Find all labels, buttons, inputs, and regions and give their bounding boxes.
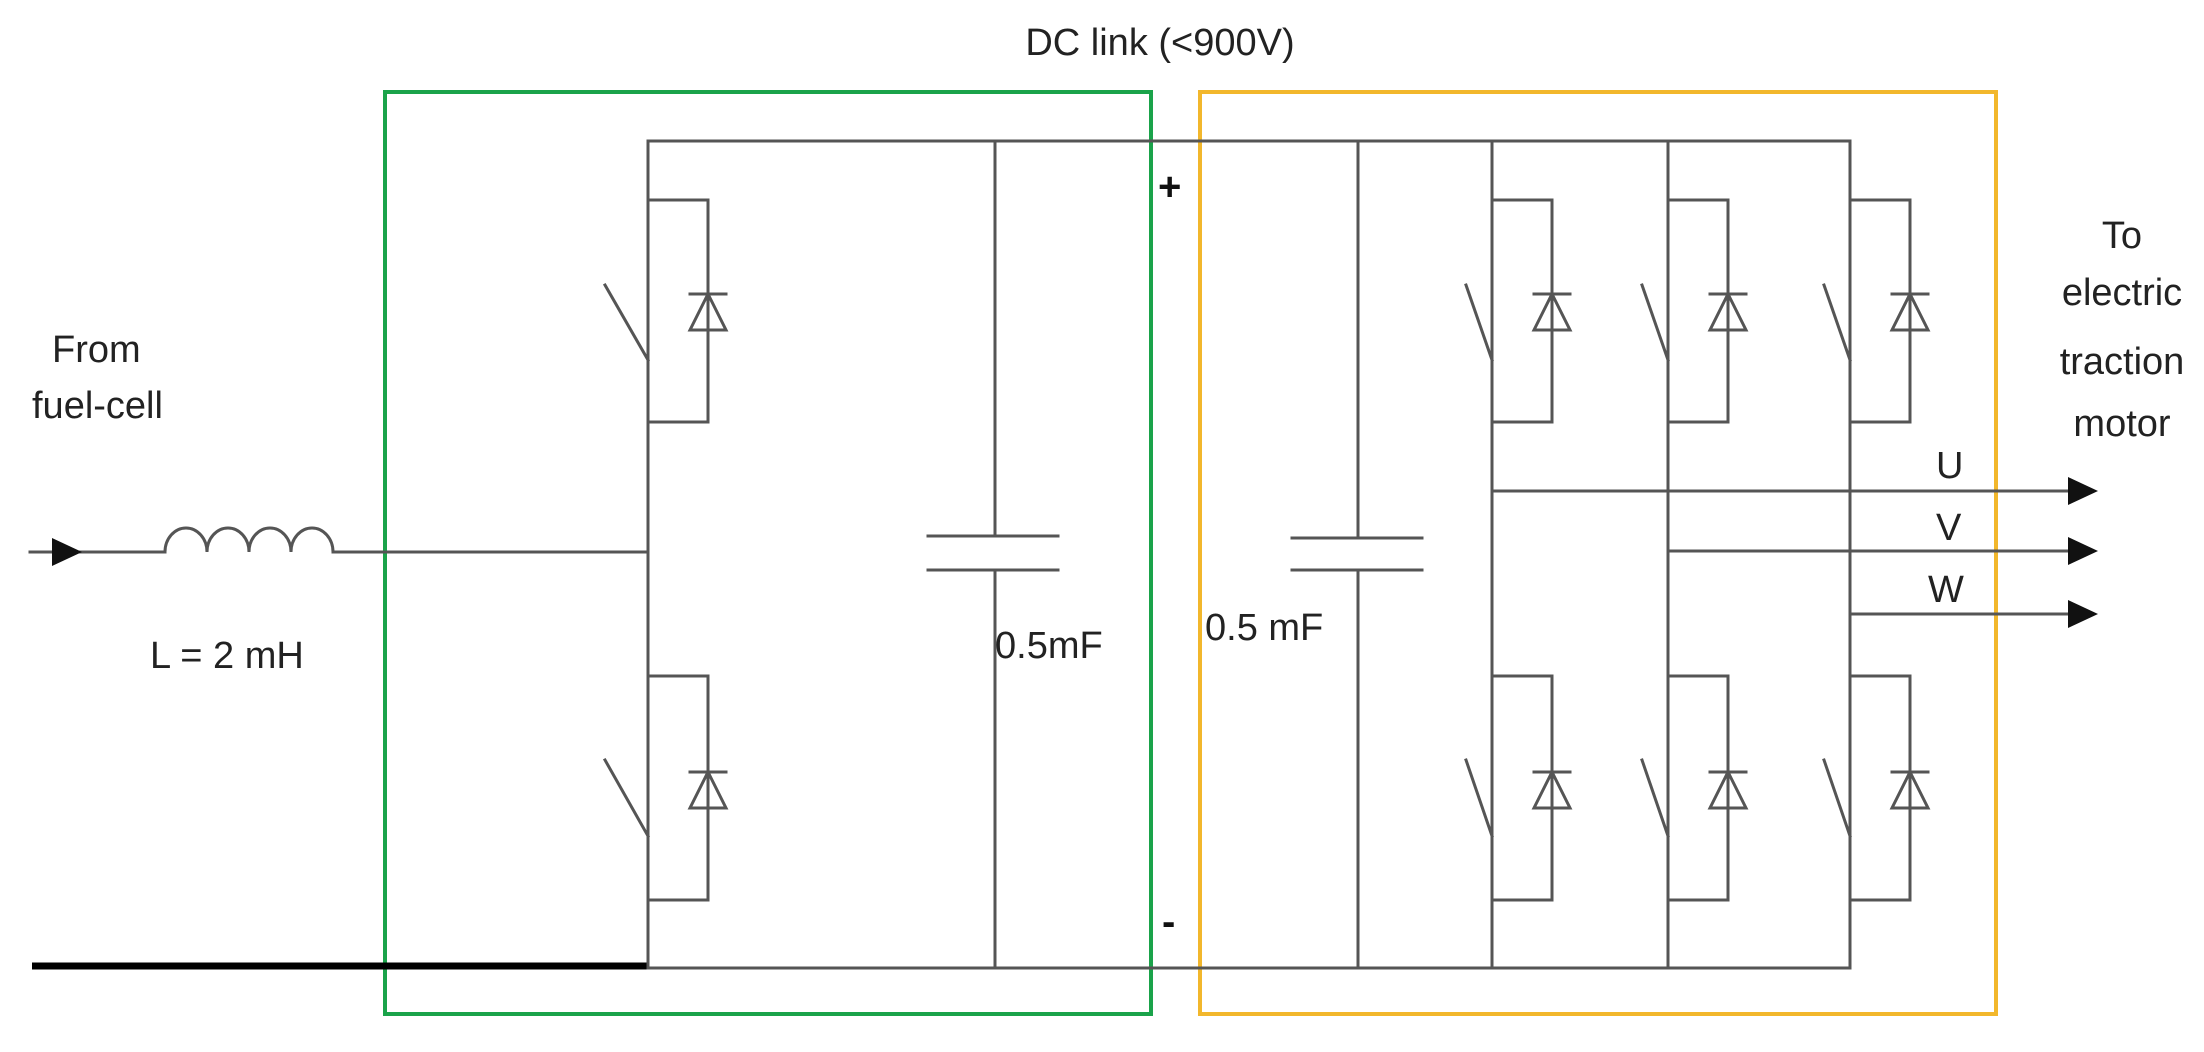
- positive-sign: +: [1158, 165, 1181, 209]
- arrow-icon: [2068, 537, 2098, 565]
- capacitor-icon: [926, 534, 1060, 572]
- fuel-cell-label: fuel-cell: [32, 385, 163, 427]
- output-label-line-3: traction: [2060, 341, 2185, 383]
- output-label-line-1: To: [2102, 215, 2142, 257]
- switch-icon: [602, 757, 651, 839]
- diode-icon: [687, 290, 729, 332]
- boost-upper-switch: [602, 198, 729, 424]
- diode-icon: [1889, 290, 1931, 332]
- inverter-box: [1198, 90, 1998, 1016]
- output-label-line-4: motor: [2073, 403, 2170, 445]
- negative-sign: -: [1162, 900, 1175, 944]
- switch-icon: [1822, 283, 1852, 362]
- phase-label-w: W: [1928, 569, 1964, 611]
- arrow-icon: [2068, 600, 2098, 628]
- switch-icon: [1464, 758, 1494, 838]
- from-label: From: [52, 329, 141, 371]
- inverter-capacitor: [1290, 139, 1424, 970]
- inverter-capacitor-label: 0.5 mF: [1205, 607, 1323, 649]
- boost-capacitor-label: 0.5mF: [995, 625, 1103, 667]
- switch-icon: [1640, 283, 1670, 362]
- input-line: [28, 526, 650, 566]
- diode-icon: [1707, 768, 1749, 810]
- output-phase-v: [1666, 537, 2098, 565]
- switch-icon: [1464, 283, 1494, 362]
- switch-icon: [1822, 758, 1852, 838]
- diode-icon: [1707, 290, 1749, 332]
- output-phase-u: [1490, 477, 2098, 505]
- boost-lower-switch: [602, 674, 729, 902]
- diode-icon: [1531, 768, 1573, 810]
- phase-label-u: U: [1936, 445, 1963, 487]
- dc-link-title: DC link (<900V): [1025, 22, 1294, 64]
- inverter-leg-u: [1464, 139, 1573, 970]
- boost-capacitor: [926, 139, 1060, 970]
- inductor-icon: [163, 526, 335, 554]
- inverter-leg-v: [1640, 139, 1749, 970]
- output-label-line-2: electric: [2062, 272, 2182, 314]
- switch-icon: [602, 282, 651, 363]
- input-arrow-icon: [52, 538, 82, 566]
- capacitor-icon: [1290, 536, 1424, 572]
- inductor-value-label: L = 2 mH: [150, 635, 304, 677]
- diode-icon: [687, 768, 729, 810]
- diode-icon: [1531, 290, 1573, 332]
- phase-label-v: V: [1936, 507, 1962, 549]
- output-phase-w: [1848, 600, 2098, 628]
- arrow-icon: [2068, 477, 2098, 505]
- inverter-leg-w: [1822, 139, 1931, 970]
- diode-icon: [1889, 768, 1931, 810]
- switch-icon: [1640, 758, 1670, 838]
